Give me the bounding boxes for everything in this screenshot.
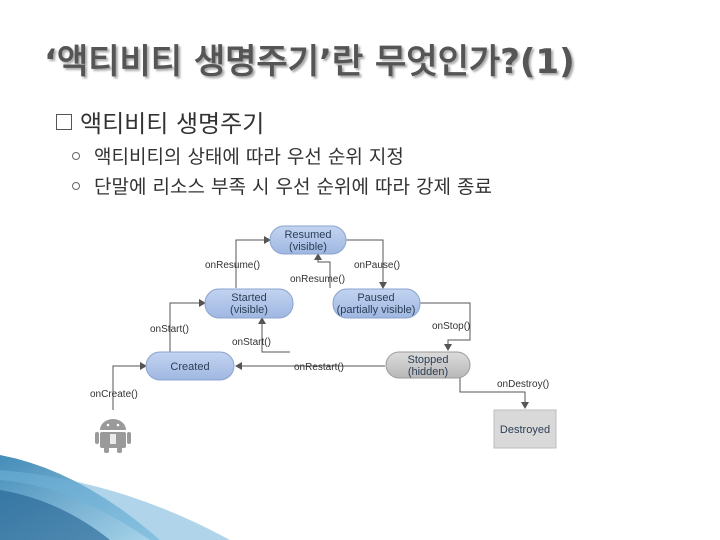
edge-onstart-left <box>169 299 206 352</box>
state-created: Created <box>145 351 235 381</box>
edge-onresume-top <box>235 236 271 288</box>
state-started-line2: (visible) <box>230 304 268 316</box>
sub-item-1-text: 액티비티의 상태에 따라 우선 순위 지정 <box>94 146 404 168</box>
state-paused-line2: (partially visible) <box>337 304 416 316</box>
edge-onresume-mid <box>314 253 331 288</box>
state-destroyed: Destroyed <box>493 409 557 449</box>
decorative-wave <box>0 455 230 540</box>
state-destroyed-line1: Destroyed <box>500 424 550 436</box>
label-ondestroy: onDestroy() <box>497 379 549 390</box>
state-resumed-line2: (visible) <box>289 241 327 253</box>
label-onstart-left: onStart() <box>150 324 189 335</box>
label-onstop: onStop() <box>432 321 470 332</box>
state-created-line1: Created <box>170 361 209 373</box>
state-resumed-line1: Resumed <box>284 229 331 241</box>
slide-title: ‘액티비티 생명주기’란 무엇인가?(1) <box>44 42 575 82</box>
transition-lines <box>112 236 529 410</box>
label-onresume-mid: onResume() <box>290 274 345 285</box>
label-onresume-top: onResume() <box>205 260 260 271</box>
square-bullet-icon <box>56 114 72 130</box>
state-paused-line1: Paused <box>357 292 394 304</box>
state-paused: Paused (partially visible) <box>332 288 421 319</box>
edge-oncreate <box>112 362 147 410</box>
state-started-line1: Started <box>231 292 266 304</box>
state-stopped-line1: Stopped <box>408 354 449 366</box>
state-stopped: Stopped (hidden) <box>385 351 471 379</box>
label-onstart-mid: onStart() <box>232 337 271 348</box>
bullet-heading-text: 액티비티 생명주기 <box>80 110 265 138</box>
bullet-heading: 액티비티 생명주기 <box>56 104 264 139</box>
circle-bullet-icon <box>72 182 80 190</box>
sub-item-2: 단말에 리소스 부족 시 우선 순위에 따라 강제 종료 <box>72 172 492 199</box>
sub-item-2-text: 단말에 리소스 부족 시 우선 순위에 따라 강제 종료 <box>94 176 492 198</box>
circle-bullet-icon <box>72 152 80 160</box>
label-onrestart: onRestart() <box>294 362 344 373</box>
state-resumed: Resumed (visible) <box>269 225 347 255</box>
state-started: Started (visible) <box>204 288 294 319</box>
edge-ondestroy <box>459 378 529 409</box>
label-oncreate: onCreate() <box>90 389 138 400</box>
edge-onpause <box>346 239 387 289</box>
edge-onstop <box>420 302 471 351</box>
edge-onstart-mid <box>258 317 290 353</box>
android-icon <box>95 419 131 453</box>
state-stopped-line2: (hidden) <box>408 366 448 378</box>
sub-item-1: 액티비티의 상태에 따라 우선 순위 지정 <box>72 142 404 169</box>
label-onpause: onPause() <box>354 260 400 271</box>
